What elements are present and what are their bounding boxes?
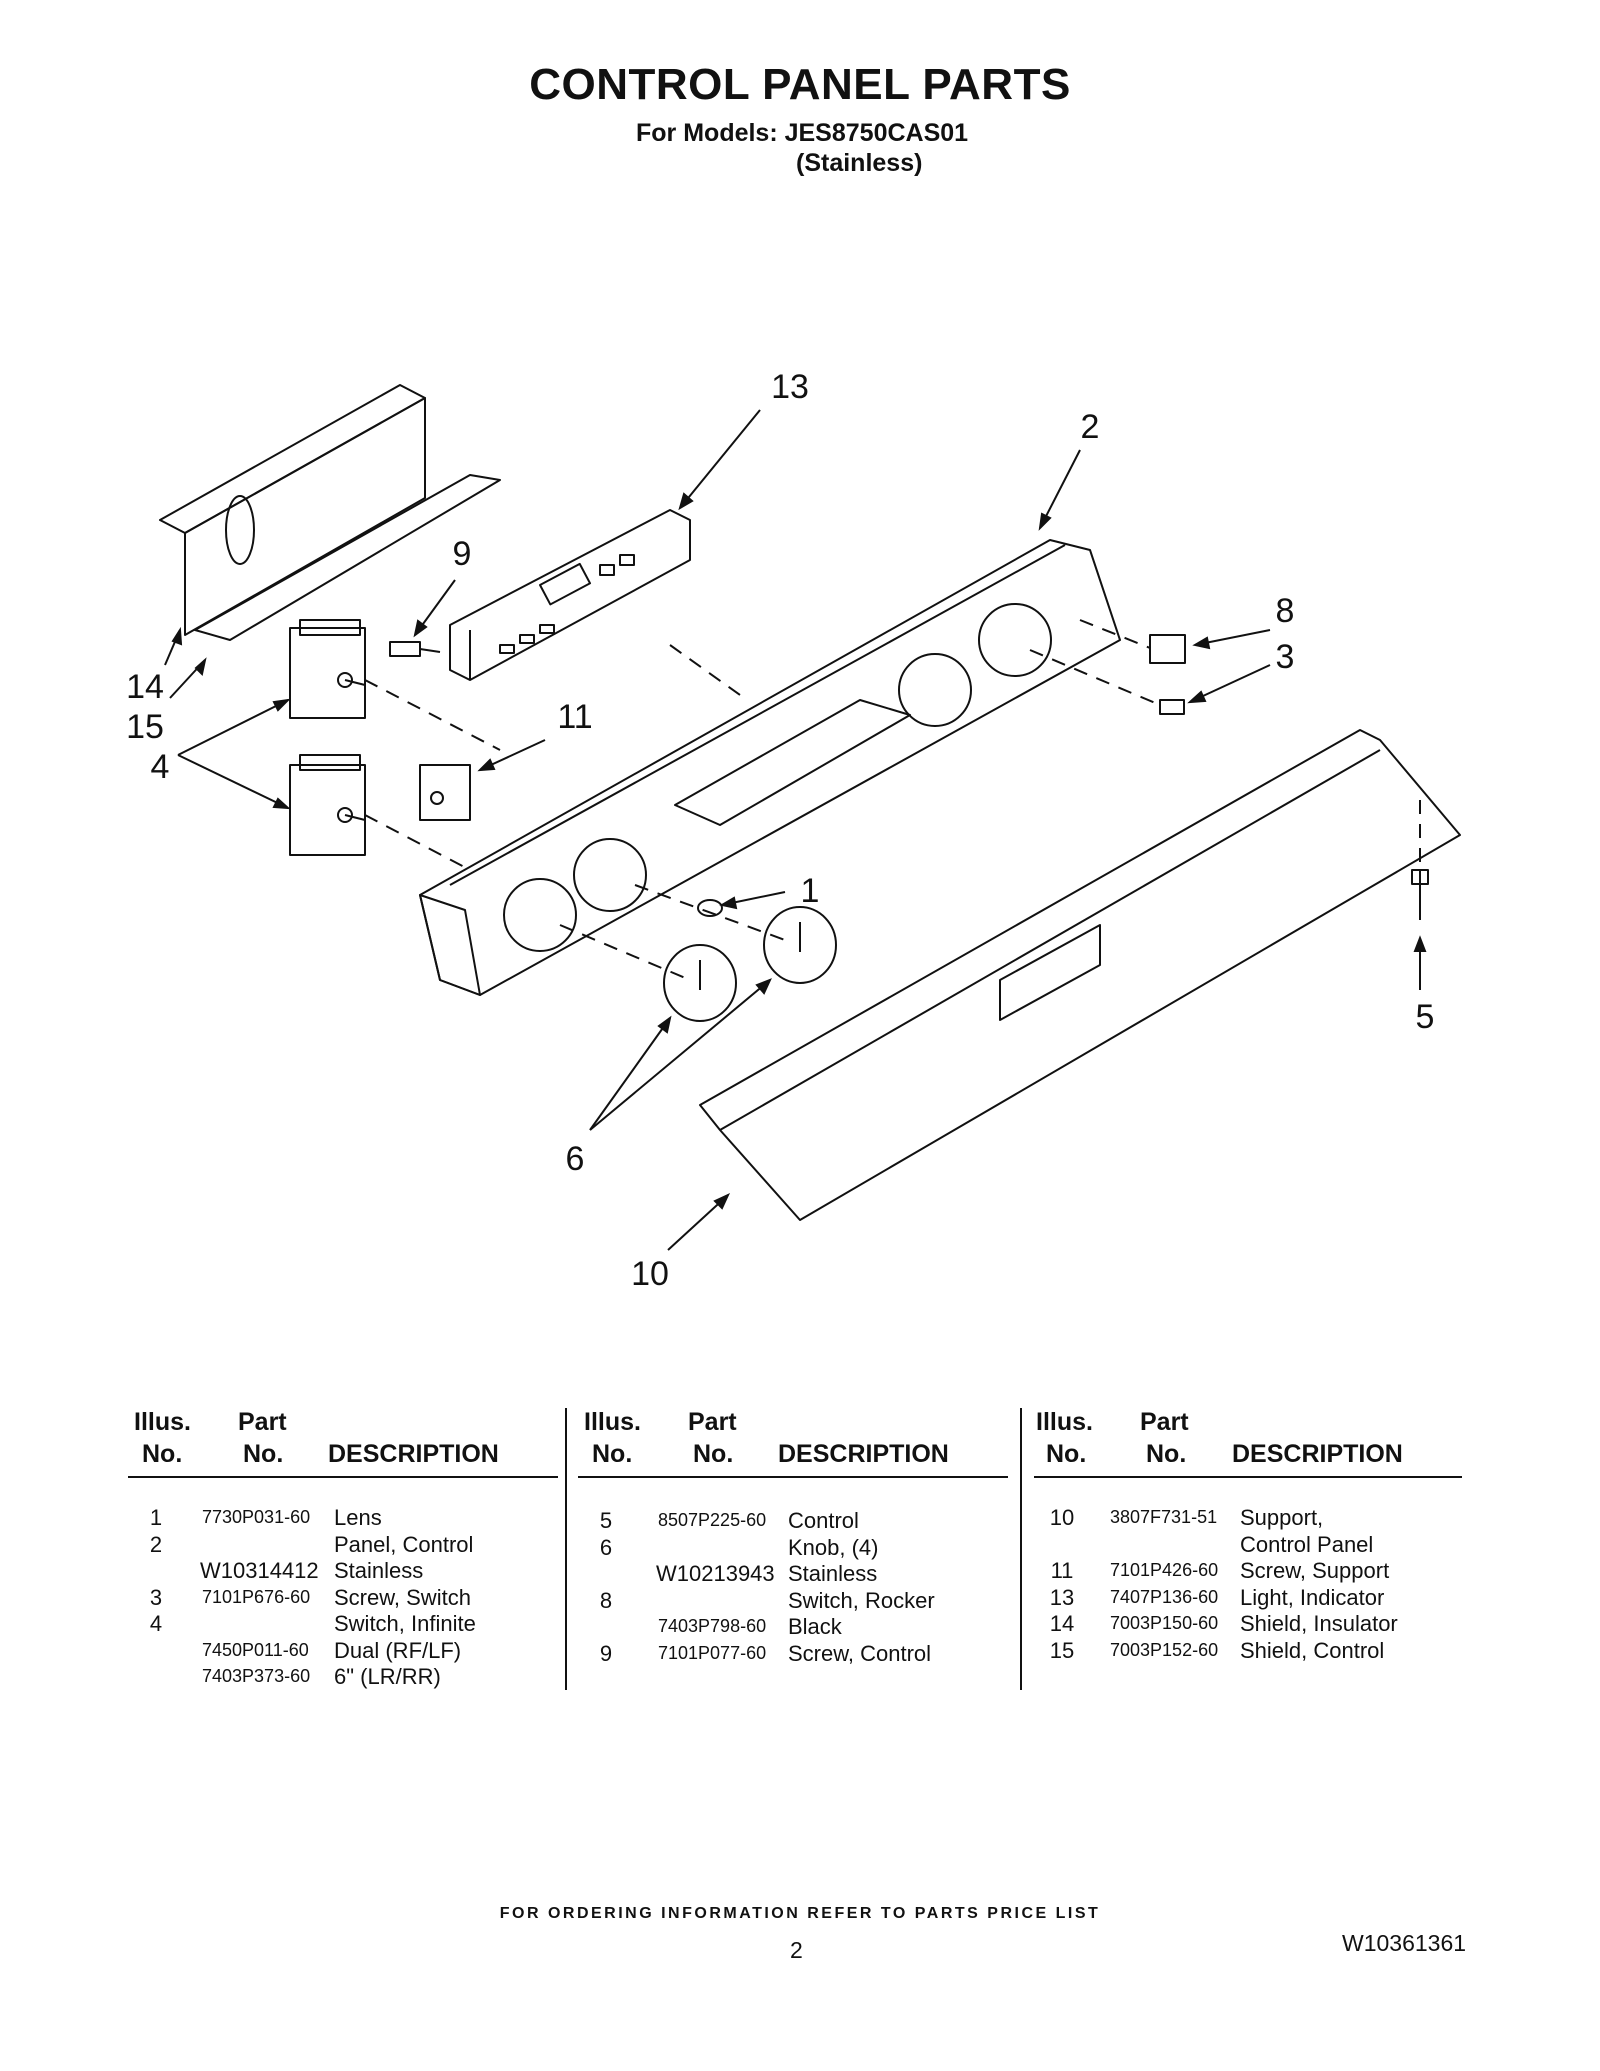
page-title: CONTROL PANEL PARTS <box>529 60 1071 109</box>
callout-6: 6 <box>566 1140 585 1178</box>
header-description: DESCRIPTION <box>778 1440 949 1468</box>
ordering-note: FOR ORDERING INFORMATION REFER TO PARTS … <box>499 1905 1101 1922</box>
header-rule <box>1034 1476 1462 1478</box>
callout-11: 5 <box>1416 998 1435 1036</box>
switch-rocker <box>1149 634 1186 664</box>
header-illus-no: No. <box>142 1440 183 1468</box>
header-description: DESCRIPTION <box>328 1440 499 1468</box>
header-part-no: No. <box>693 1440 734 1468</box>
electronic-control <box>449 509 691 681</box>
control-panel <box>419 539 1121 996</box>
header-part-no: No. <box>1146 1440 1187 1468</box>
header-part-no: No. <box>243 1440 284 1468</box>
header-illus: Illus. <box>1036 1408 1093 1436</box>
page-header: CONTROL PANEL PARTS <box>0 60 1600 110</box>
header-description: DESCRIPTION <box>1232 1440 1403 1468</box>
callout-5: 13 <box>771 368 809 406</box>
models-block: For Models: JES8750CAS01 (Stainless) <box>636 118 968 178</box>
header-illus: Illus. <box>134 1408 191 1436</box>
parts-header: Illus. No. Part No. DESCRIPTION <box>128 1408 568 1474</box>
document-number: W10361361 <box>1342 1930 1467 1956</box>
screw-switch <box>1159 699 1185 715</box>
models-line: For Models: JES8750CAS01 <box>636 119 969 147</box>
column-divider <box>565 1408 567 1690</box>
parts-header: Illus. No. Part No. DESCRIPTION <box>582 1408 1022 1474</box>
column-divider <box>1020 1408 1022 1690</box>
switch-infinite-upper <box>289 619 366 719</box>
header-rule <box>578 1476 1008 1478</box>
callout-10: 10 <box>631 1255 669 1293</box>
header-part: Part <box>688 1408 737 1436</box>
callout-9: 9 <box>453 535 472 573</box>
shield-insulator <box>159 384 501 641</box>
header-rule <box>128 1476 558 1478</box>
callout-4: 4 <box>151 748 170 786</box>
parts-header: Illus. No. Part No. DESCRIPTION <box>1036 1408 1486 1474</box>
callout-13: 11 <box>557 698 592 736</box>
callout-15: 15 <box>126 708 164 746</box>
header-illus: Illus. <box>584 1408 641 1436</box>
callout-3: 3 <box>1276 638 1295 676</box>
light-indicator <box>419 764 471 821</box>
header-part: Part <box>238 1408 287 1436</box>
models-finish: (Stainless) <box>796 149 923 177</box>
screw-support <box>1411 869 1429 920</box>
callout-14: 14 <box>126 668 164 706</box>
knob-right <box>763 906 837 984</box>
callout-2: 2 <box>1081 408 1100 446</box>
header-part: Part <box>1140 1408 1189 1436</box>
exploded-parts-diagram: 13 2 9 8 3 14 15 4 11 1 6 10 5 <box>126 368 1461 1293</box>
switch-infinite-lower <box>289 754 366 856</box>
callout-8: 8 <box>1276 592 1295 630</box>
support-control-panel <box>699 729 1461 1221</box>
header-illus-no: No. <box>592 1440 633 1468</box>
callout-1: 1 <box>801 872 820 910</box>
knob-left <box>663 944 737 1022</box>
header-illus-no: No. <box>1046 1440 1087 1468</box>
screw-control <box>389 641 441 657</box>
lens <box>697 899 723 917</box>
page-number: 2 <box>790 1937 803 1963</box>
